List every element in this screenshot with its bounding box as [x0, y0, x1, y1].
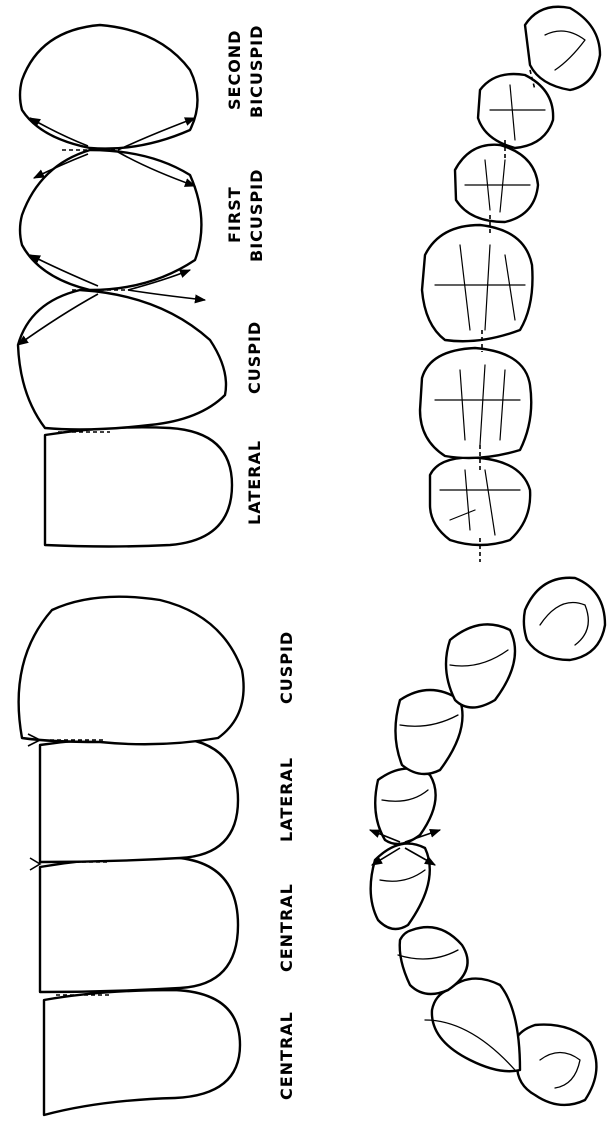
- posterior-arch-occlusal-view: [420, 7, 600, 562]
- label-cuspid: CUSPID: [277, 631, 296, 704]
- cuspid-outline: [18, 290, 226, 429]
- anterior-arch-occlusal-view: [370, 578, 605, 1105]
- cuspid-occlusal-outline: [525, 7, 600, 90]
- first-molar-occlusal-outline: [430, 458, 530, 545]
- central-occlusal-outline: [375, 769, 435, 844]
- central-occlusal-outline: [400, 927, 468, 994]
- embrasure-mark: [30, 858, 40, 870]
- label-first-bicuspid: BICUSPID: [247, 169, 266, 262]
- label-first-bicuspid: FIRST: [225, 186, 244, 243]
- lateral-occlusal-outline: [395, 690, 462, 774]
- bicuspid-occlusal-outline: [478, 74, 553, 148]
- bicuspid-occlusal-outline: [455, 145, 538, 222]
- second-bicuspid-outline: [20, 25, 198, 149]
- embrasure-arrow: [128, 290, 205, 300]
- cuspid-outline: [19, 597, 244, 745]
- label-second-bicuspid: SECOND: [225, 30, 244, 110]
- central-incisor-1-outline: [44, 990, 240, 1115]
- cuspid-occlusal-outline: [524, 578, 605, 660]
- anterior-teeth-labial-view: [19, 597, 244, 1115]
- lateral-occlusal-outline: [432, 979, 520, 1072]
- label-second-bicuspid: BICUSPID: [247, 25, 266, 118]
- label-lateral: LATERAL: [245, 440, 264, 525]
- label-lateral: LATERAL: [277, 757, 296, 842]
- second-molar-occlusal-outline: [420, 348, 531, 458]
- label-central: CENTRAL: [277, 883, 296, 972]
- lateral-incisor-outline: [40, 737, 238, 862]
- label-central: CENTRAL: [277, 1011, 296, 1100]
- molar-occlusal-outline: [422, 225, 533, 341]
- central-incisor-2-outline: [40, 857, 238, 992]
- posterior-teeth-side-view: [18, 25, 232, 547]
- cuspid-occlusal-outline: [514, 1025, 597, 1105]
- lateral-outline: [45, 427, 232, 546]
- label-cuspid: CUSPID: [245, 321, 264, 394]
